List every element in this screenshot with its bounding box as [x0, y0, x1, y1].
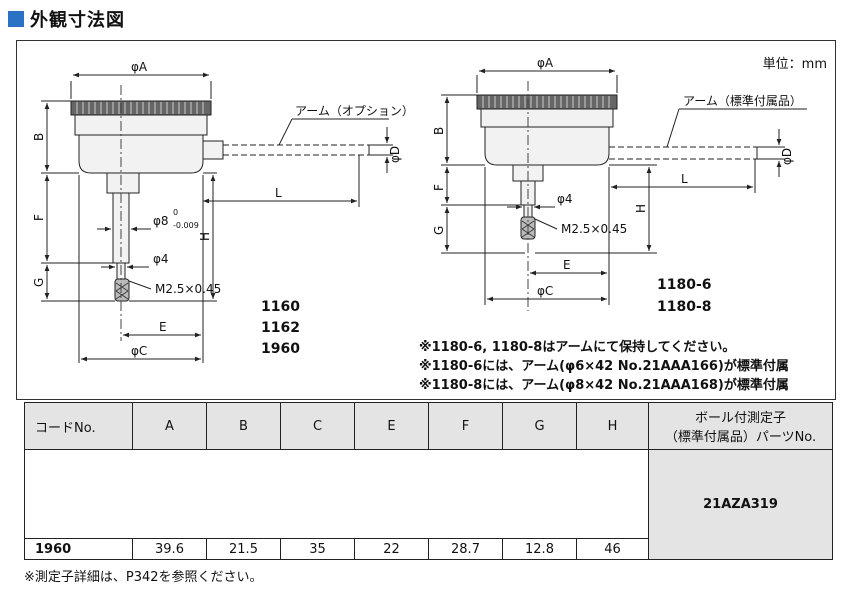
dimension-drawing: φA B F G H L φD φ8 0 -0.009 φ4 M2.5×0.45… — [32, 56, 807, 363]
left-model-2: 1162 — [261, 320, 300, 336]
header-b: B — [206, 402, 281, 450]
right-dim-a: φA — [537, 56, 554, 70]
right-dim-thread: M2.5×0.45 — [561, 222, 627, 236]
left-dim-tip: φ4 — [153, 252, 169, 266]
cell-a: 39.6 — [132, 538, 207, 560]
header-parts-line-2: （標準付属品）パーツNo. — [664, 430, 817, 445]
right-dim-e: E — [563, 258, 571, 272]
cell-h: 46 — [576, 538, 649, 560]
note-3: ※1180-8には、アーム(φ8×42 No.21AAA168)が標準付属 — [419, 378, 789, 393]
left-dim-c: φC — [131, 344, 147, 358]
table-row: 1960 39.6 21.5 35 22 28.7 12.8 46 — [24, 538, 833, 560]
dimension-table: コードNo. A B C E F G H ボール付測定子 （標準付属品）パーツN… — [24, 402, 833, 560]
cell-code-no: 1960 — [24, 538, 133, 560]
left-dim-stem: φ8 — [153, 214, 169, 228]
header-parts-line-1: ボール付測定子 — [694, 411, 786, 426]
footnote: ※測定子詳細は、P342を参照ください。 — [24, 570, 263, 585]
right-dim-tip: φ4 — [557, 192, 573, 206]
right-dim-l: L — [681, 172, 688, 186]
note-1: ※1180-6, 1180-8はアームにて保持してください。 — [419, 340, 736, 355]
blank-cell — [24, 449, 649, 539]
left-dim-e: E — [159, 320, 167, 334]
left-dim-g: G — [32, 278, 46, 287]
right-model-2: 1180-8 — [657, 299, 712, 315]
header-a: A — [132, 402, 207, 450]
header-parts: ボール付測定子 （標準付属品）パーツNo. — [648, 402, 833, 450]
left-dim-l: L — [275, 186, 282, 200]
section-title-text: 外観寸法図 — [30, 10, 125, 31]
left-dim-b: B — [32, 133, 46, 141]
cell-f: 28.7 — [428, 538, 503, 560]
header-c: C — [280, 402, 355, 450]
right-dim-f: F — [432, 184, 446, 191]
unit-label: 単位：mm — [762, 57, 827, 72]
header-f: F — [428, 402, 503, 450]
left-model-3: 1960 — [261, 341, 300, 357]
table-header-row: コードNo. A B C E F G H ボール付測定子 （標準付属品）パーツN… — [24, 402, 833, 450]
note-2: ※1180-6には、アーム(φ6×42 No.21AAA166)が標準付属 — [419, 359, 789, 374]
right-dial-drawing — [441, 68, 807, 311]
header-g: G — [502, 402, 577, 450]
right-dim-h: H — [634, 204, 648, 213]
cell-g: 12.8 — [502, 538, 577, 560]
left-dim-f: F — [32, 214, 46, 221]
header-e: E — [354, 402, 429, 450]
left-dial-drawing — [41, 72, 393, 363]
right-dim-g: G — [432, 226, 446, 235]
left-dim-h: H — [198, 232, 212, 241]
right-arm-label: アーム（標準付属品） — [683, 93, 802, 108]
right-dim-c: φC — [537, 284, 553, 298]
left-dim-stem-tol-upper: 0 — [173, 208, 178, 217]
left-dim-a: φA — [131, 60, 148, 74]
left-dim-stem-tol-lower: -0.009 — [173, 221, 199, 230]
header-h: H — [576, 402, 649, 450]
left-arm-label: アーム（オプション） — [295, 104, 414, 118]
section-title: 外観寸法図 — [8, 6, 125, 32]
left-model-1: 1160 — [261, 299, 300, 315]
right-dim-b: B — [432, 127, 446, 135]
table-blank-row: 21AZA319 — [24, 449, 833, 560]
cell-c: 35 — [280, 538, 355, 560]
right-dim-d: φD — [780, 148, 794, 165]
right-model-1: 1180-6 — [657, 277, 712, 293]
cell-b: 21.5 — [206, 538, 281, 560]
header-code-no: コードNo. — [24, 402, 133, 450]
cell-e: 22 — [354, 538, 429, 560]
title-square-icon — [8, 11, 24, 27]
drawing-frame: 単位：mm — [16, 40, 836, 400]
parts-no-cell: 21AZA319 — [648, 449, 833, 560]
left-dim-d: φD — [388, 146, 402, 163]
left-dim-thread: M2.5×0.45 — [155, 282, 221, 296]
